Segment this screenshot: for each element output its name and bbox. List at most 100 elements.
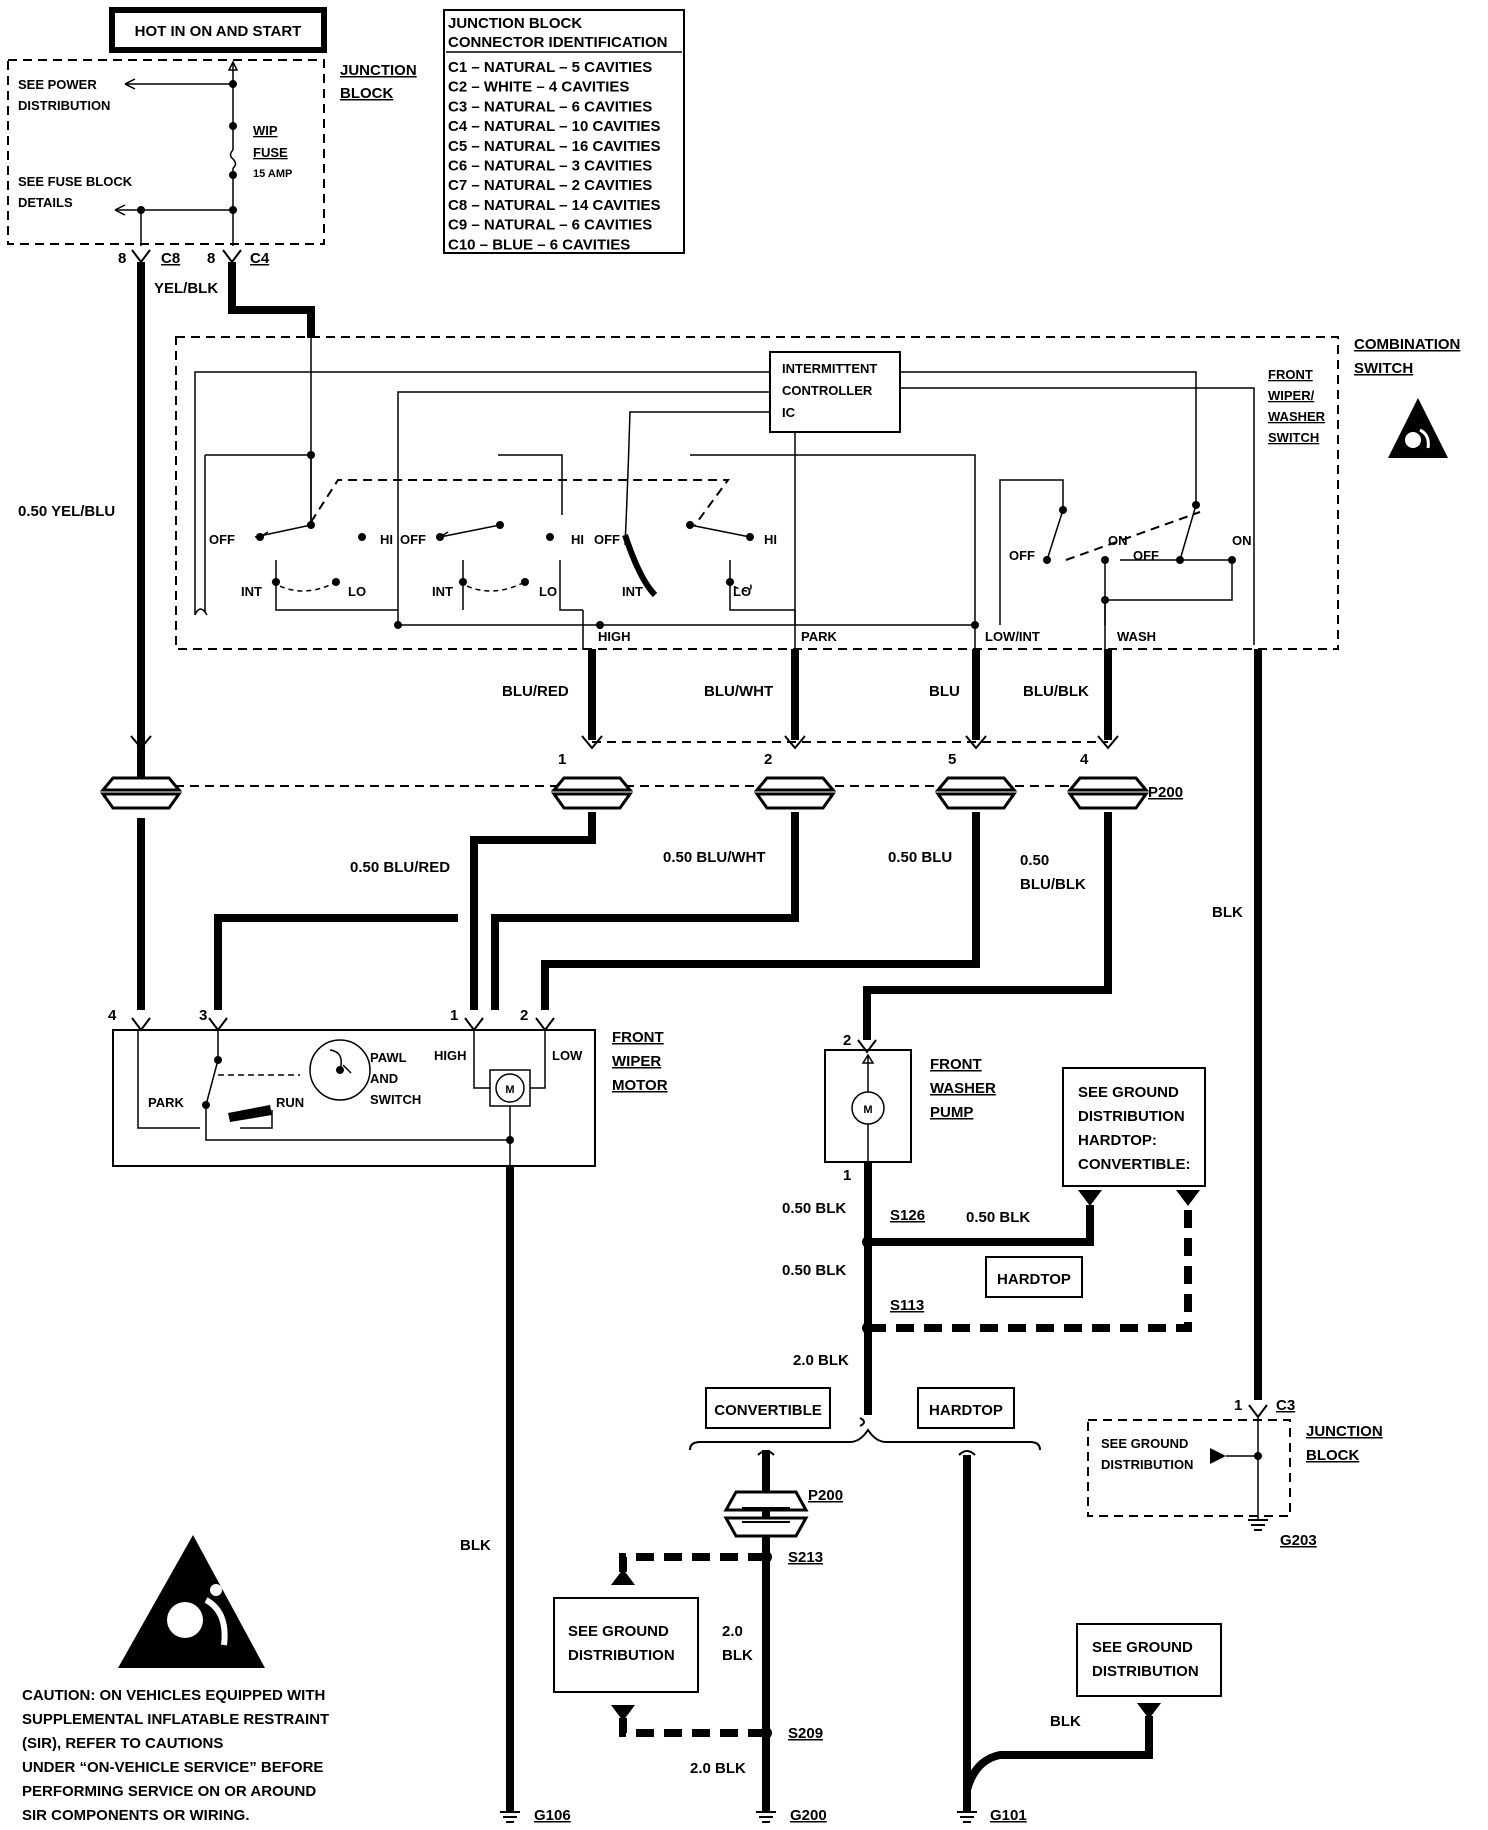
wire-blk-20-b: 2.0 [722, 1623, 743, 1640]
wire-blu-blk-050-2: BLU/BLK [1020, 876, 1086, 893]
see-power-text: SEE POWER [18, 77, 97, 92]
front-wiper-washer-switch-label: FRONT [1268, 367, 1313, 382]
p200-terminal [934, 735, 1018, 810]
jb2-label-2: BLOCK [1306, 1447, 1359, 1464]
splice-s126: S126 [890, 1207, 925, 1224]
option-convertible [705, 1387, 831, 1429]
motor-m: M [505, 1084, 514, 1096]
ic-label-3: IC [782, 405, 796, 420]
p200b-label: P200 [808, 1487, 843, 1504]
combination-switch-box [175, 336, 1339, 650]
wire-blu-050: 0.50 BLU [888, 849, 952, 866]
table-row: C3 – NATURAL – 6 CAVITIES [448, 98, 652, 115]
p200-pin4: 4 [1080, 751, 1089, 768]
out-wash: WASH [1117, 629, 1156, 644]
switch-position-label: HI [571, 532, 584, 547]
switch-position-label: HI [380, 532, 393, 547]
wiper-motor-label-3: MOTOR [612, 1077, 668, 1094]
pump-pin2: 2 [843, 1032, 851, 1049]
p200-terminal [1066, 735, 1150, 810]
switch-position-label: OFF [1009, 548, 1035, 563]
switch-position-label: OFF [594, 532, 620, 547]
conn-c8: C8 [161, 250, 180, 267]
jb2-see-ground-2: DISTRIBUTION [1101, 1457, 1193, 1472]
table-row: C8 – NATURAL – 14 CAVITIES [448, 197, 661, 214]
combination-switch-label-2: SWITCH [1354, 360, 1413, 377]
table-row: C9 – NATURAL – 6 CAVITIES [448, 217, 652, 234]
hot-label: HOT IN ON AND START [109, 7, 327, 53]
p200-label: P200 [1148, 784, 1183, 801]
ground-box-l4: CONVERTIBLE: [1078, 1156, 1191, 1173]
front-wiper-washer-switch-label-2: WIPER/ [1268, 388, 1315, 403]
hot-label-text: HOT IN ON AND START [135, 23, 302, 40]
p200-terminal [99, 735, 183, 810]
p200-terminal [550, 735, 634, 810]
switch-position-label: LO [348, 584, 366, 599]
wire-blk-left: BLK [460, 1537, 491, 1554]
see-ground-mid-l2: DISTRIBUTION [568, 1647, 675, 1664]
option-hardtop-a-text: HARDTOP [997, 1271, 1071, 1288]
caution-l1: CAUTION: ON VEHICLES EQUIPPED WITH [22, 1687, 325, 1704]
p200-terminal [753, 735, 837, 810]
ground-icon [756, 1811, 776, 1823]
motor-pin1: 1 [450, 1007, 458, 1024]
see-ground-right [1076, 1623, 1222, 1697]
motor-icon [495, 1073, 525, 1103]
switch-position-label: OFF [1133, 548, 1159, 563]
pin-c4: 8 [207, 250, 215, 267]
ground-icon [957, 1811, 977, 1823]
pump-m: M [863, 1104, 872, 1116]
motor-pin3: 3 [199, 1007, 207, 1024]
caution-l5: PERFORMING SERVICE ON OR AROUND [22, 1783, 316, 1800]
ground-box-l2: DISTRIBUTION [1078, 1108, 1185, 1125]
p200-pin1: 1 [558, 751, 566, 768]
pump-pin1: 1 [843, 1167, 851, 1184]
caution-l2: SUPPLEMENTAL INFLATABLE RESTRAINT [22, 1711, 329, 1728]
combination-switch-label: COMBINATION [1354, 336, 1460, 353]
wiper-motor-label: FRONT [612, 1029, 664, 1046]
ground-box-l3: HARDTOP: [1078, 1132, 1157, 1149]
table-row: C4 – NATURAL – 10 CAVITIES [448, 118, 661, 135]
switch-position-label: ON [1232, 533, 1252, 548]
switch-position-label: LO [539, 584, 557, 599]
wire-blu-blk-050: 0.50 [1020, 852, 1049, 869]
wire-blk-050-c: 0.50 BLK [966, 1209, 1030, 1226]
switch-position-label: OFF [400, 532, 426, 547]
ground-box-l1: SEE GROUND [1078, 1084, 1179, 1101]
p200b-connector [723, 1490, 809, 1538]
table-row: C1 – NATURAL – 5 CAVITIES [448, 59, 652, 76]
wire-blk-20-a: 2.0 BLK [793, 1352, 849, 1369]
wire-blu-red: BLU/RED [502, 683, 569, 700]
g106-label: G106 [534, 1807, 571, 1824]
wire-blk-050-b: 0.50 BLK [782, 1262, 846, 1279]
pump-label: FRONT [930, 1056, 982, 1073]
junction-block-top: SEE POWER DISTRIBUTION SEE FUSE BLOCK DE… [7, 59, 325, 246]
sir-warning-icon [1388, 398, 1448, 458]
wire-blk-right: BLK [1212, 904, 1243, 921]
wire-blu-wht: BLU/WHT [704, 683, 773, 700]
table-row: C5 – NATURAL – 16 CAVITIES [448, 138, 661, 155]
g200-label: G200 [790, 1807, 827, 1824]
see-ground-mid-l1: SEE GROUND [568, 1623, 669, 1640]
ground-box-top [1062, 1067, 1206, 1187]
motor-pawl: PAWL [370, 1050, 407, 1065]
pump-label-2: WASHER [930, 1080, 996, 1097]
out-high: HIGH [598, 629, 631, 644]
table-row: C2 – WHITE – 4 CAVITIES [448, 79, 629, 96]
ground-icon [500, 1811, 520, 1823]
splice-s213: S213 [788, 1549, 823, 1566]
switch-position-label: OFF [209, 532, 235, 547]
wire-blk-20-b-2: BLK [722, 1647, 753, 1664]
front-wiper-washer-switch-label-4: SWITCH [1268, 430, 1319, 445]
junction-block-label-2: BLOCK [340, 85, 393, 102]
ic-label-2: CONTROLLER [782, 383, 873, 398]
fuse-name-2: FUSE [253, 145, 288, 160]
motor-high: HIGH [434, 1048, 467, 1063]
g101-label: G101 [990, 1807, 1027, 1824]
wire-yel-blu: 0.50 YEL/BLU [18, 503, 115, 520]
motor-pawl-3: SWITCH [370, 1092, 421, 1107]
connector-terminals [131, 249, 242, 264]
caution-l4: UNDER “ON-VEHICLE SERVICE” BEFORE [22, 1759, 323, 1776]
option-hardtop-a [985, 1256, 1083, 1298]
